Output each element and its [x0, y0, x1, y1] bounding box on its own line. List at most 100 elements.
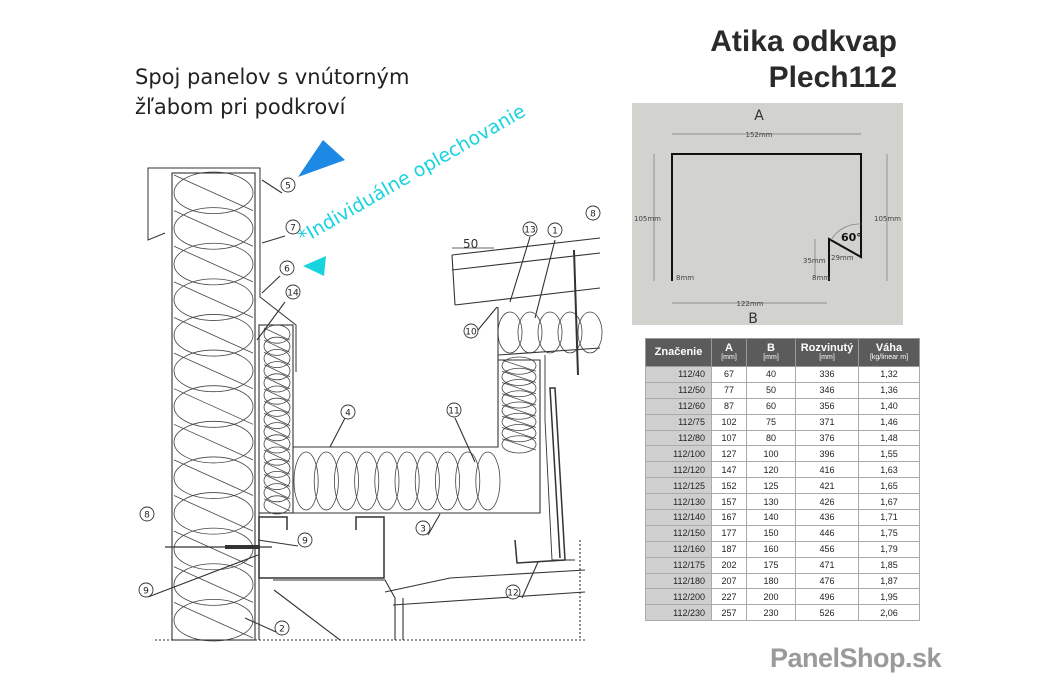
- table-cell: 40: [746, 366, 796, 383]
- insulation-loop: [414, 451, 440, 511]
- insulation-loop: [263, 483, 291, 503]
- insulation-pattern: [173, 171, 603, 642]
- insulation-line: [501, 404, 537, 417]
- insulation-loop: [173, 598, 254, 642]
- insulation-loop: [173, 420, 254, 464]
- insulation-line: [501, 359, 537, 372]
- callout-label: 5: [280, 177, 296, 193]
- insulation-loop: [501, 401, 537, 420]
- table-cell: 112/60: [645, 397, 712, 415]
- table-cell: 187: [711, 540, 747, 558]
- callout-circle: [279, 260, 295, 276]
- cyan-arrow-icon: [303, 256, 326, 276]
- callout-circle: [280, 177, 296, 193]
- table-cell: 396: [795, 445, 859, 463]
- product-title: Atika odkvap Plech112: [710, 24, 897, 96]
- insulation-loop: [263, 409, 291, 429]
- insulation-loop: [501, 435, 537, 454]
- table-cell: 446: [795, 524, 859, 542]
- column-header: B[mm]: [746, 338, 796, 367]
- table-cell: 1,46: [858, 413, 920, 431]
- table-cell: 87: [711, 397, 747, 415]
- insulation-line: [173, 210, 254, 247]
- insulation-loop: [434, 451, 460, 511]
- table-cell: 160: [746, 540, 796, 558]
- insulation-loop: [354, 451, 380, 511]
- insulation-loop: [501, 367, 537, 386]
- table-cell: 67: [711, 366, 747, 383]
- table-cell: 177: [711, 524, 747, 542]
- insulation-loop: [577, 311, 603, 354]
- table-cell: 112/175: [645, 556, 712, 574]
- insulation-line: [173, 317, 254, 354]
- insulation-line: [173, 423, 254, 461]
- table-cell: 1,95: [858, 588, 920, 606]
- column-header: Značenie: [645, 338, 712, 367]
- insulation-loop: [333, 451, 359, 511]
- table-cell: 346: [795, 381, 859, 399]
- callout-number: 8: [144, 511, 150, 521]
- table-cell: 112/75: [645, 413, 712, 431]
- callout-label: 12: [505, 584, 521, 600]
- insulation-loop: [475, 451, 501, 511]
- blue-arrow-icon: [298, 140, 345, 177]
- table-cell: 1,36: [858, 381, 920, 399]
- insulation-line: [173, 530, 254, 568]
- table-cell: 80: [746, 429, 796, 447]
- table-cell: 227: [711, 588, 747, 606]
- insulation-line: [501, 427, 537, 440]
- table-cell: 112/120: [645, 461, 712, 479]
- insulation-line: [501, 438, 537, 451]
- insulation-line: [173, 352, 254, 390]
- insulation-line: [173, 245, 254, 283]
- insulation-loop: [557, 311, 583, 354]
- table-cell: 376: [795, 429, 859, 447]
- table-cell: 112/50: [645, 381, 712, 399]
- table-cell: 130: [746, 493, 796, 511]
- callout-label: 11: [446, 402, 462, 418]
- product-title-line2: Plech112: [768, 61, 897, 94]
- insulation-loop: [263, 397, 291, 417]
- table-cell: 112/180: [645, 572, 712, 590]
- construction-lines: [147, 167, 601, 641]
- insulation-line: [173, 602, 254, 639]
- table-cell: 496: [795, 588, 859, 606]
- profile-label-a: A: [754, 108, 764, 124]
- insulation-line: [501, 382, 537, 395]
- table-cell: 1,67: [858, 493, 920, 511]
- insulation-loop: [394, 451, 420, 511]
- table-cell: 456: [795, 540, 859, 558]
- insulation-loop: [501, 356, 537, 375]
- table-cell: 112/200: [645, 588, 712, 606]
- table-cell: 336: [795, 366, 859, 383]
- header-label: B: [767, 341, 775, 354]
- table-cell: 421: [795, 477, 859, 495]
- table-cell: 1,71: [858, 509, 920, 526]
- insulation-loop: [263, 385, 291, 405]
- insulation-loop: [263, 373, 291, 393]
- insulation-line: [263, 327, 291, 341]
- insulation-loop: [537, 311, 563, 354]
- column-header: A[mm]: [711, 338, 747, 367]
- dim-bottom: 122mm: [737, 300, 764, 308]
- table-cell: 1,32: [858, 366, 920, 383]
- header-unit: [mm]: [763, 353, 779, 361]
- insulation-loop: [263, 336, 291, 356]
- insulation-loop: [263, 348, 291, 368]
- insulation-line: [263, 364, 291, 378]
- header-label: Rozvinutý: [800, 341, 854, 354]
- insulation-loop: [263, 422, 291, 442]
- table-cell: 140: [746, 509, 796, 526]
- insulation-line: [501, 370, 537, 383]
- callout-number: 11: [448, 407, 459, 417]
- table-cell: 416: [795, 461, 859, 479]
- callout-circle: [522, 221, 538, 237]
- callout-label: 9: [297, 532, 313, 548]
- column-header: Váha[kg/linear m]: [858, 338, 920, 367]
